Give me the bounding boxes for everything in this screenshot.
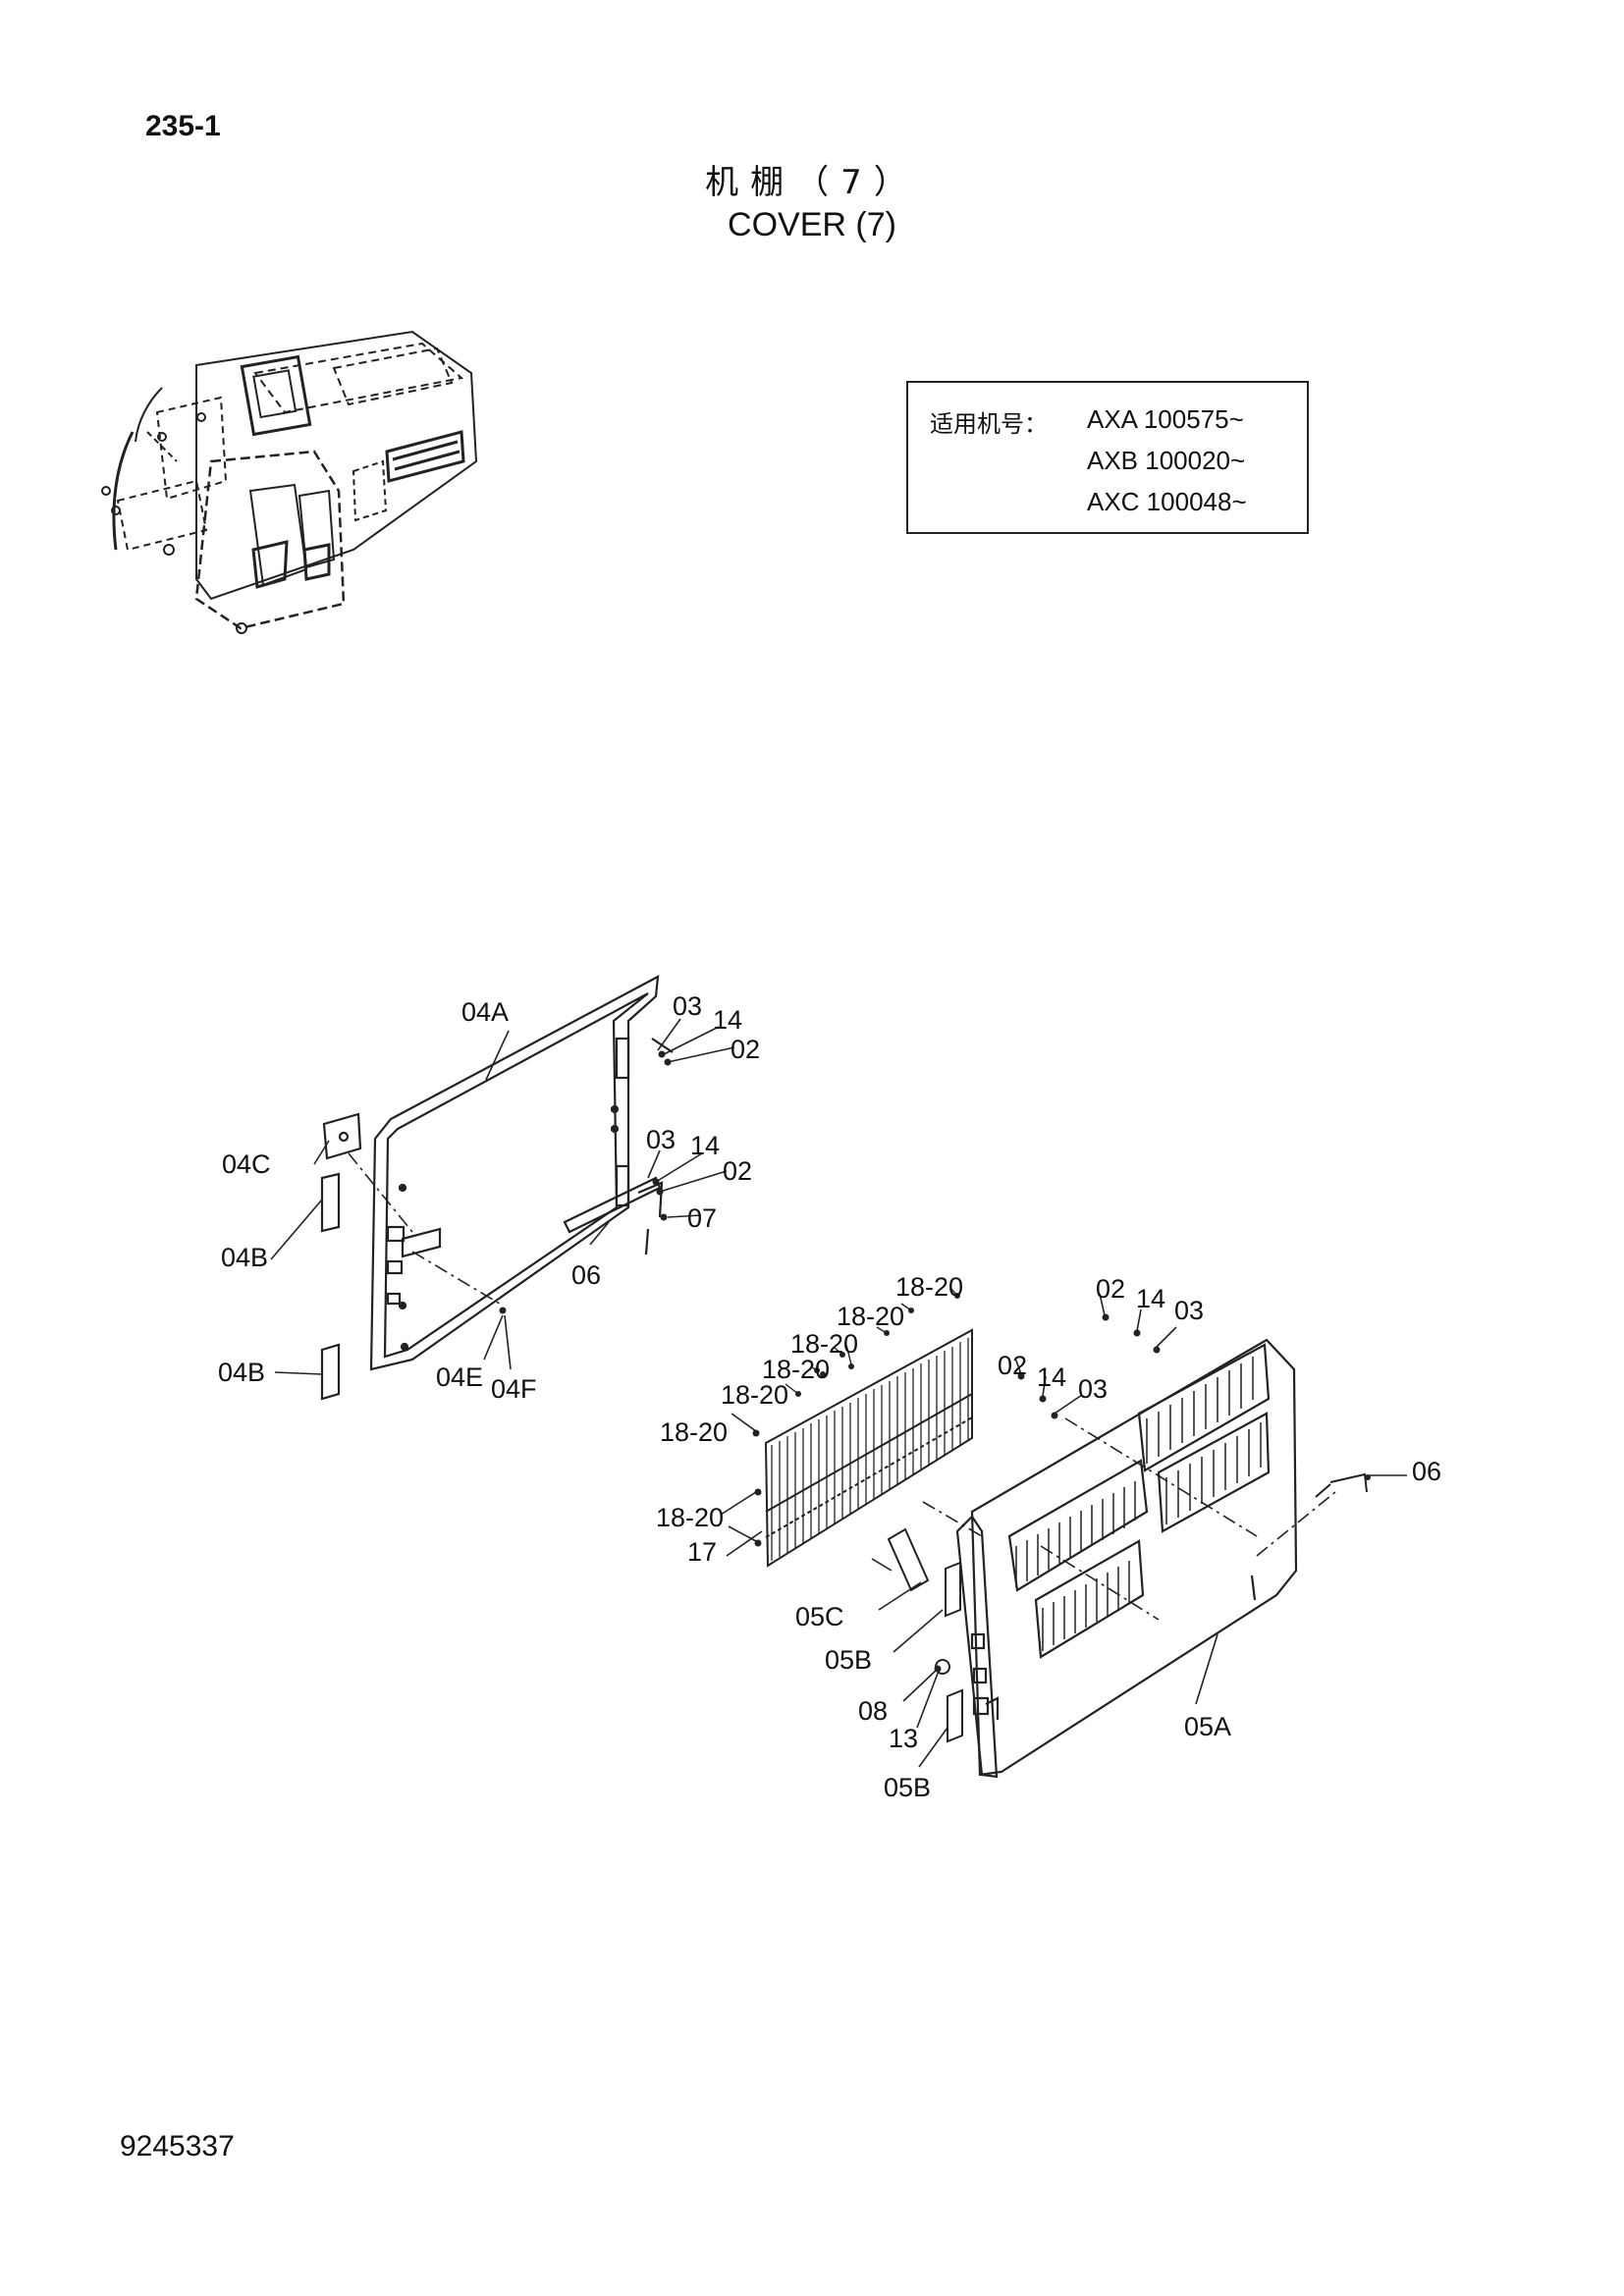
serial-axb: AXB 100020~ [1087,446,1246,475]
callout-07: 07 [687,1203,717,1233]
callout-03-upper: 03 [673,991,702,1021]
rear-cover-05a-leaders [720,1293,1407,1768]
side-cover-04a-leaders [270,1018,735,1375]
side-cover-04a-drawing [320,975,674,1401]
callout-17: 17 [687,1537,717,1567]
callout-03-rear-right: 03 [1174,1296,1204,1325]
callout-04a: 04A [461,997,509,1027]
filter-screen-leaders [785,1287,958,1395]
page-title-english: COVER (7) [728,206,896,243]
callout-18-20-b: 18-20 [837,1302,904,1331]
callout-04c: 04C [222,1149,271,1179]
callout-03-rear-left: 03 [1078,1374,1108,1404]
callout-14-rear-left: 14 [1037,1362,1066,1392]
callout-04f: 04F [491,1374,537,1404]
callout-06-left: 06 [571,1260,601,1290]
rear-cover-05a-drawing [955,1338,1298,1779]
callout-03-middle: 03 [646,1125,676,1154]
page-title-chinese: 机棚（7） [705,163,919,202]
filter-screen-drawing [764,1328,973,1568]
callout-18-20-g: 18-20 [656,1503,724,1532]
page-number: 235-1 [145,110,221,142]
callout-18-20-c: 18-20 [790,1329,858,1359]
document-number: 9245337 [120,2130,235,2163]
callout-08: 08 [858,1696,888,1726]
callout-06-right: 06 [1412,1457,1441,1486]
callout-02-rear-left: 02 [998,1351,1027,1380]
callout-05a: 05A [1184,1712,1231,1741]
callout-14-upper: 14 [713,1005,742,1035]
callout-18-20-a: 18-20 [895,1272,963,1302]
callout-18-20-f: 18-20 [660,1417,728,1447]
callout-18-20-d: 18-20 [762,1355,830,1384]
applicable-serial-box: 适用机号： AXA 100575~ AXB 100020~ AXC 100048… [906,381,1309,534]
serial-axc: AXC 100048~ [1087,487,1247,516]
serial-label: 适用机号： [930,410,1048,438]
excavator-overview-illustration [101,330,478,634]
callout-05b-upper: 05B [825,1645,872,1675]
rear-cover-05a-louvers [1015,1357,1262,1651]
serial-axa: AXA 100575~ [1087,404,1244,434]
callout-13: 13 [889,1724,918,1753]
filter-screen-fins [771,1338,969,1561]
callout-02-rear-right: 02 [1096,1274,1125,1304]
callout-05c: 05C [795,1602,844,1631]
callout-labels: 04A 03 14 02 04C 03 14 02 07 04B 06 04B … [218,991,1441,1802]
callout-04e: 04E [436,1362,483,1392]
side-cover-04a-centerlines [348,1152,504,1307]
callout-14-middle: 14 [690,1131,720,1160]
callout-14-rear-right: 14 [1136,1284,1165,1313]
callout-04b-lower: 04B [218,1358,265,1387]
callout-02-upper: 02 [731,1035,760,1064]
callout-18-20-e: 18-20 [721,1380,788,1410]
callout-02-middle: 02 [723,1156,752,1186]
rear-cover-05a-centerlines [922,1417,1336,1621]
callout-04b-upper: 04B [221,1243,268,1272]
fastener-dots [499,1050,1371,1673]
callout-05b-lower: 05B [884,1773,931,1802]
